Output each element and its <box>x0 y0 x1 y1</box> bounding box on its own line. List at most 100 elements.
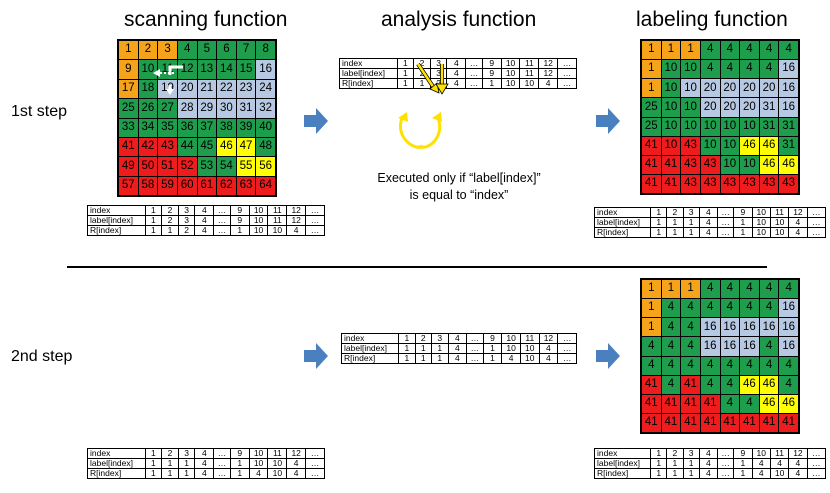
table-cell: … <box>213 468 231 479</box>
step-label-first: 1st step <box>11 103 68 120</box>
grid-cell: 54 <box>217 157 236 176</box>
table-cell: 4 <box>447 343 468 354</box>
table-cell: … <box>717 448 735 459</box>
table-cell: 4 <box>698 227 719 238</box>
table-cell: 1 <box>229 225 250 236</box>
grid-cell: 4 <box>700 60 720 79</box>
grid-cell: 62 <box>217 176 236 195</box>
table-cell: 4 <box>286 225 307 236</box>
table-row-header: label[index] <box>87 215 146 226</box>
table-row-header: index <box>87 205 146 216</box>
grid-cell: 16 <box>720 337 740 356</box>
grid-cell: 45 <box>197 137 217 157</box>
grid-cell: 15 <box>236 60 256 79</box>
grid-cell: 1 <box>642 318 661 337</box>
table-cell: 4 <box>788 458 808 469</box>
table-cell: 4 <box>194 458 215 469</box>
table-cell: 11 <box>769 207 790 218</box>
grid-cell: 8 <box>256 41 275 60</box>
table-cell: 10 <box>751 207 771 218</box>
grid-cell: 29 <box>197 99 217 118</box>
grid-cell: 4 <box>700 299 720 318</box>
grid-cell: 22 <box>217 79 236 99</box>
table-cell: 9 <box>229 215 250 226</box>
grid-cell: 4 <box>779 280 798 299</box>
grid-cell: 1 <box>661 280 681 299</box>
grid-cell: 39 <box>236 118 256 137</box>
grid-cell: 10 <box>720 117 740 136</box>
grid-cell: 46 <box>217 137 236 157</box>
table-cell: … <box>806 468 827 479</box>
grid-cell: 4 <box>740 60 759 79</box>
grid-cell: 41 <box>119 137 138 157</box>
grid-cell: 42 <box>138 137 158 157</box>
table-cell: … <box>213 448 231 459</box>
table-cell: … <box>557 333 577 344</box>
grid-cell: 46 <box>740 136 759 155</box>
table-row-header: R[index] <box>87 468 146 479</box>
grid-cell: 10 <box>661 98 681 117</box>
grid-cell: 4 <box>681 318 700 337</box>
grid-cell: 41 <box>779 413 798 432</box>
heading-analysis-function: analysis function <box>381 8 537 31</box>
grid-cell: 16 <box>779 318 798 337</box>
table-cell: 4 <box>788 468 808 479</box>
table-cell: 4 <box>447 353 468 364</box>
table-cell: 10 <box>267 225 288 236</box>
grid-cell: 59 <box>158 176 177 195</box>
table-cell: 4 <box>698 217 719 228</box>
table-cell: 10 <box>501 343 521 354</box>
table-cell: 3 <box>682 448 700 459</box>
table-cell: 1 <box>650 458 668 469</box>
table-cell: … <box>717 217 735 228</box>
grid-cell: 17 <box>119 79 138 99</box>
table-cell: 10 <box>500 58 521 69</box>
grid-cell: 58 <box>138 176 158 195</box>
table-cell: 1 <box>733 227 753 238</box>
grid-cell: 1 <box>119 41 138 60</box>
grid-cell: 41 <box>642 394 661 413</box>
table-cell: 10 <box>248 448 269 459</box>
table-cell: … <box>305 215 325 226</box>
table-cell: 2 <box>666 207 684 218</box>
grid-cell: 4 <box>720 60 740 79</box>
table-cell: 11 <box>267 205 288 216</box>
grid-cell: 1 <box>681 280 700 299</box>
table-cell: 4 <box>538 78 559 89</box>
grid-cell: 48 <box>256 137 275 157</box>
grid-cell: 44 <box>177 137 197 157</box>
right-arrow-icon <box>596 108 620 134</box>
grid-cell: 16 <box>700 318 720 337</box>
grid-cell: 10 <box>740 117 759 136</box>
table-cell: 1 <box>431 343 449 354</box>
grid-cell: 52 <box>177 157 197 176</box>
table-cell: 10 <box>519 78 540 89</box>
grid-cell: 2 <box>138 41 158 60</box>
grid-cell: 41 <box>661 413 681 432</box>
step-divider <box>67 266 767 268</box>
table-cell: … <box>557 343 577 354</box>
grid-cell: 16 <box>779 60 798 79</box>
grid-cell: 43 <box>700 174 720 193</box>
table-cell: 1 <box>666 468 684 479</box>
table-cell: 10 <box>519 343 540 354</box>
table-cell: 10 <box>248 205 269 216</box>
grid-cell: 25 <box>642 117 661 136</box>
table-cell: … <box>806 458 827 469</box>
grid-cell: 46 <box>759 394 779 413</box>
grid-cell: 10 <box>700 136 720 155</box>
table-cell: 4 <box>194 205 215 216</box>
table-cell: 10 <box>501 333 521 344</box>
table-row-header: label[index] <box>340 343 400 354</box>
grid-cell: 12 <box>177 60 197 79</box>
table-cell: 2 <box>414 333 433 344</box>
grid-cell: 4 <box>720 394 740 413</box>
table-cell: … <box>717 458 735 469</box>
grid-cell: 41 <box>642 155 661 174</box>
grid-cell: 10 <box>138 60 158 79</box>
table-cell: … <box>213 458 231 469</box>
table-cell: 4 <box>698 458 719 469</box>
